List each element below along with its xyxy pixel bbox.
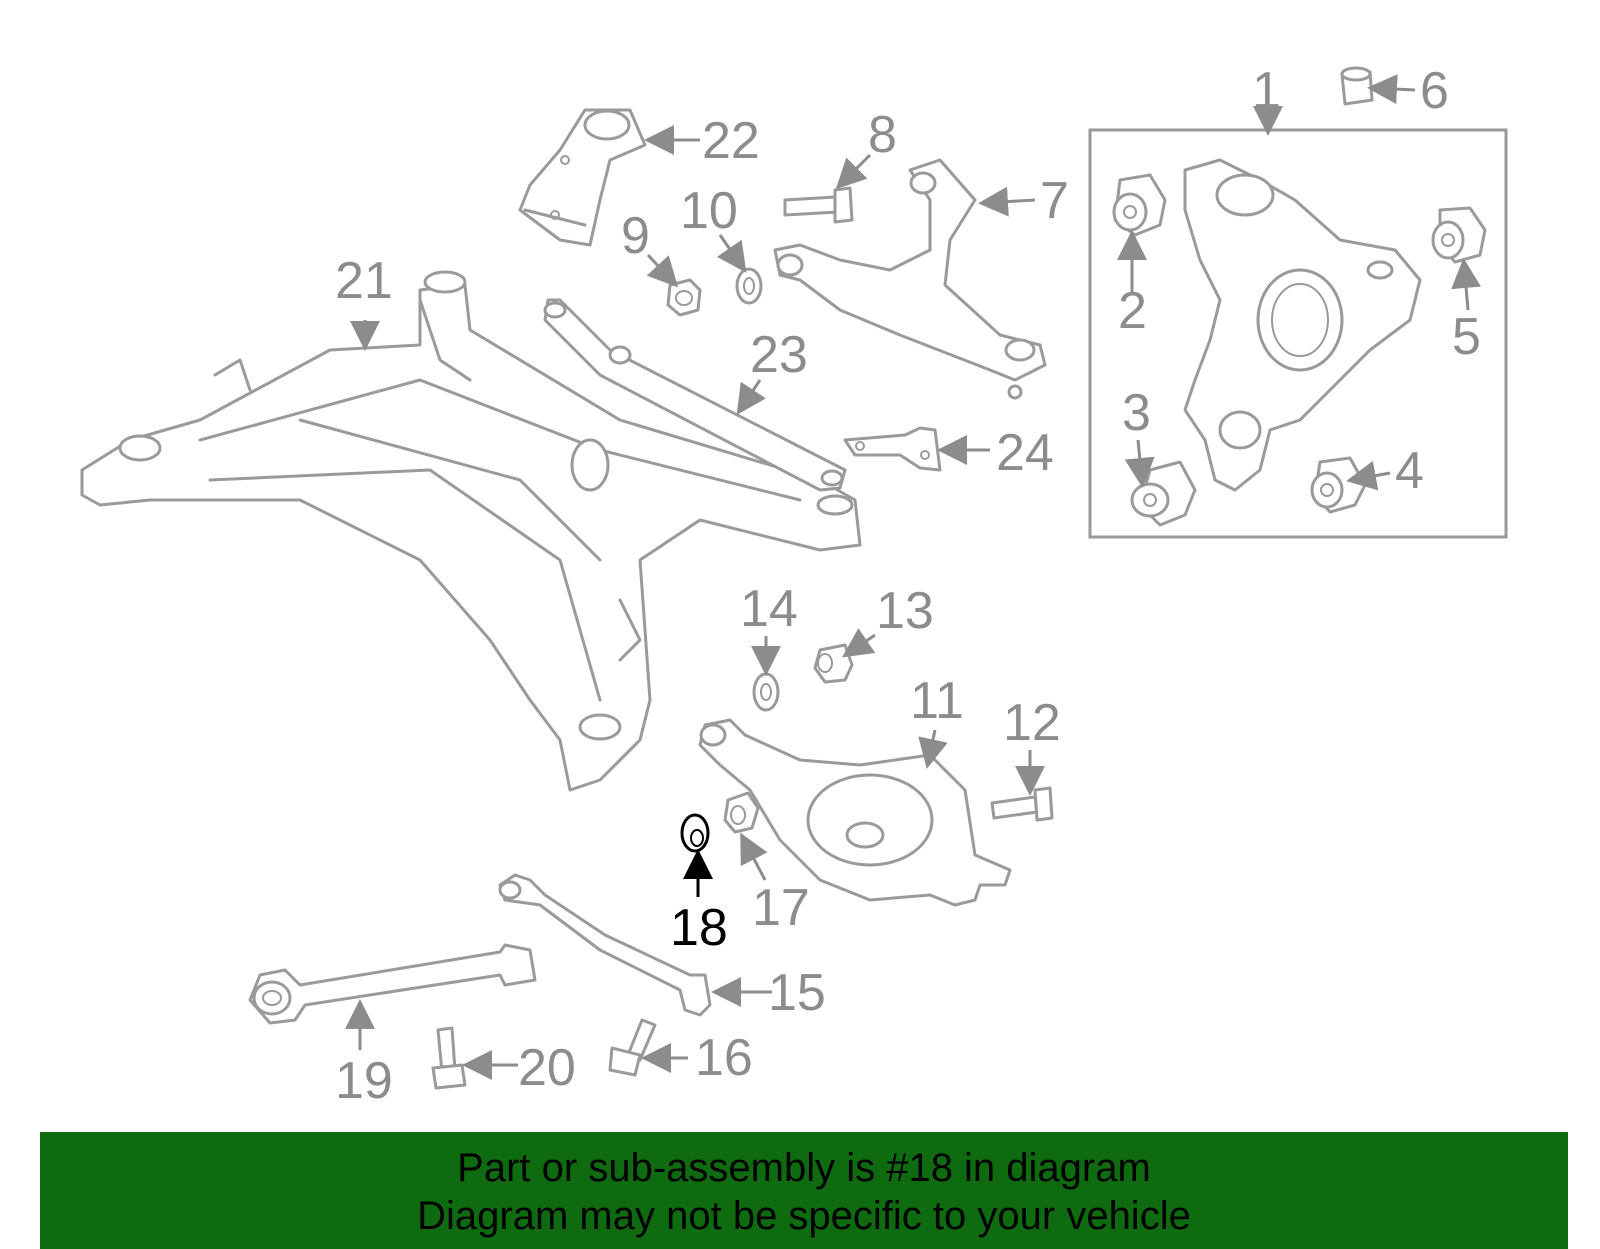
callout-11: 11	[910, 672, 964, 730]
banner-line-1: Part or sub-assembly is #18 in diagram	[457, 1146, 1151, 1190]
leader-arrows	[345, 74, 1482, 1080]
callout-labels: 1 2 3 4 5 6 7 8 9 10 11 12 13 14 15 16 1…	[335, 62, 1481, 1110]
bolt-part-20	[431, 1026, 467, 1090]
bracket-part	[518, 108, 647, 247]
callout-19: 19	[335, 1052, 393, 1110]
bolt-part-16	[608, 1018, 657, 1077]
plate-part	[843, 426, 942, 472]
bushing-part-5	[1431, 206, 1487, 264]
callout-14: 14	[740, 580, 798, 638]
bushing-cap-part-6	[1340, 66, 1374, 106]
callout-23: 23	[750, 326, 808, 384]
nut-part-17	[723, 791, 760, 834]
banner-line-2: Diagram may not be specific to your vehi…	[417, 1194, 1191, 1238]
callout-6: 6	[1420, 62, 1449, 120]
bolt-part-8	[783, 186, 854, 224]
callout-8: 8	[868, 106, 897, 164]
info-banner: Part or sub-assembly is #18 in diagram D…	[40, 1132, 1568, 1249]
lateral-link-part	[543, 298, 847, 492]
bolt-part-12	[990, 786, 1054, 822]
knuckle-assembly-box	[1088, 128, 1508, 539]
washer-part-18	[680, 813, 710, 853]
callout-4: 4	[1395, 442, 1424, 500]
callout-15: 15	[768, 964, 826, 1022]
bushing-part-4	[1310, 456, 1367, 514]
link-part-19	[248, 943, 537, 1025]
callout-18: 18	[670, 899, 728, 957]
subframe-part	[80, 270, 862, 792]
callout-22: 22	[702, 112, 760, 170]
callout-2: 2	[1118, 282, 1147, 340]
nut-part-9	[666, 278, 702, 317]
nut-part-13	[813, 643, 854, 684]
bushing-part-2	[1112, 173, 1167, 237]
callout-24: 24	[996, 424, 1054, 482]
callout-17: 17	[752, 879, 810, 937]
callout-10: 10	[680, 182, 738, 240]
callout-20: 20	[518, 1039, 576, 1097]
callout-12: 12	[1003, 694, 1061, 752]
callout-21: 21	[335, 252, 393, 310]
callout-16: 16	[695, 1029, 753, 1087]
callout-9: 9	[621, 207, 650, 265]
washer-part-14	[752, 672, 780, 712]
washer-part-10	[735, 267, 763, 305]
callout-1: 1	[1252, 62, 1281, 120]
callout-13: 13	[876, 582, 934, 640]
callout-5: 5	[1452, 308, 1481, 366]
knuckle-part	[1183, 158, 1422, 492]
callout-7: 7	[1040, 172, 1069, 230]
toe-link-part	[498, 873, 712, 1017]
callout-3: 3	[1122, 384, 1151, 442]
upper-arm-part	[773, 158, 1047, 400]
